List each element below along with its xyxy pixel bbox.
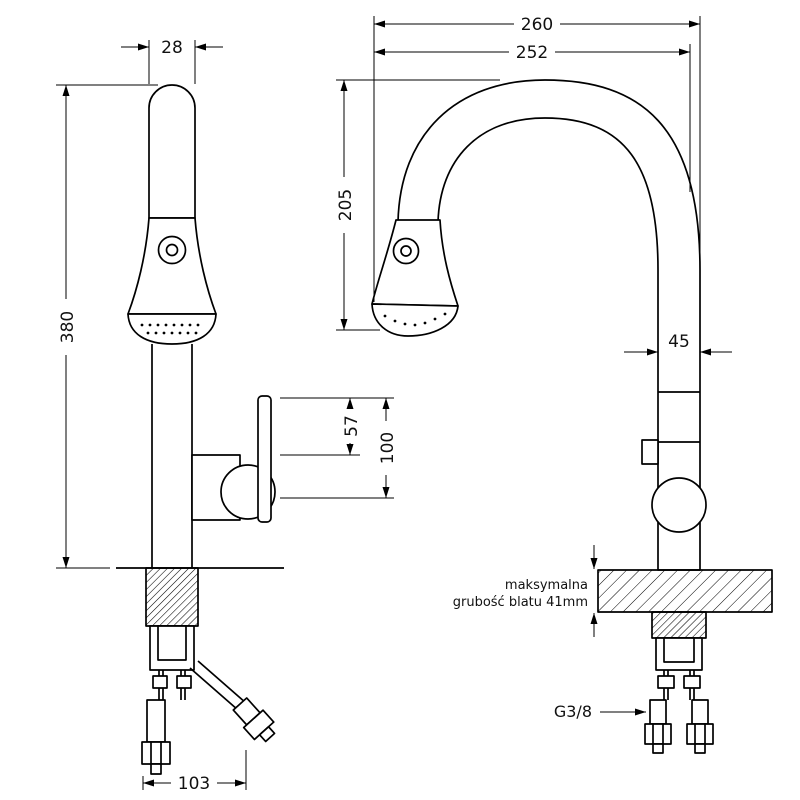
dim-handle-height: 100 xyxy=(378,432,398,464)
countertop-slab xyxy=(597,569,773,613)
dimension-overall-depth: 260 252 xyxy=(373,14,701,302)
dim-spout-width: 28 xyxy=(161,38,183,58)
thread-size-annotation: G3/8 xyxy=(554,702,646,721)
spray-button-inner-side xyxy=(400,245,412,257)
dim-overall-depth: 260 xyxy=(521,15,553,35)
supply-hose-right-front xyxy=(189,660,276,743)
thread-size-label: G3/8 xyxy=(554,702,592,721)
dim-lever-height: 57 xyxy=(342,415,362,437)
dimension-arc-height: 205 xyxy=(333,79,500,331)
countertop-thickness-annotation: maksymalna grubość blatu 41mm xyxy=(453,545,598,637)
dimension-lever: 57 100 xyxy=(280,397,398,499)
dimension-body-width: 45 xyxy=(624,332,732,356)
front-view xyxy=(116,84,284,775)
dimension-total-height: 380 xyxy=(55,84,158,569)
handle-lever-front xyxy=(257,395,272,523)
supply-hose-left-side xyxy=(644,699,672,754)
side-view xyxy=(371,79,773,754)
spray-button-inner-front xyxy=(165,243,179,257)
side-view-dimensions: 260 252 205 45 maksymalna grubość blatu … xyxy=(333,14,732,721)
dim-body-width: 45 xyxy=(668,332,690,352)
countertop-note-line2: grubość blatu 41mm xyxy=(453,595,588,610)
dim-total-height: 380 xyxy=(58,311,78,343)
dim-spout-reach: 252 xyxy=(516,43,548,63)
spout-front xyxy=(148,84,196,219)
mounting-bracket-inner-front xyxy=(157,625,187,661)
handle-side xyxy=(641,439,659,465)
valve-body-side xyxy=(651,477,707,533)
aerator-dots-side xyxy=(383,312,447,327)
dimension-spout-width: 28 xyxy=(121,38,223,84)
dim-hose-span: 103 xyxy=(178,774,210,794)
spray-head-front xyxy=(127,217,217,315)
dimension-hose-span: 103 xyxy=(142,750,247,794)
dim-arc-height: 205 xyxy=(336,189,356,221)
front-view-dimensions: 28 380 57 100 103 xyxy=(55,38,398,794)
mounting-studs-side xyxy=(657,670,701,700)
mounting-shank-front xyxy=(145,567,199,627)
spray-face-side xyxy=(371,303,459,337)
aerator-dots-front xyxy=(140,323,200,335)
supply-hose-right-side xyxy=(686,699,714,754)
mounting-bracket-inner-side xyxy=(663,637,695,663)
supply-hose-left-front xyxy=(141,699,171,775)
spray-head-side xyxy=(371,219,459,307)
spray-face-front xyxy=(127,313,217,345)
mounting-shank-side xyxy=(651,611,707,639)
countertop-note-line1: maksymalna xyxy=(505,578,588,593)
mounting-studs-front xyxy=(152,670,192,700)
